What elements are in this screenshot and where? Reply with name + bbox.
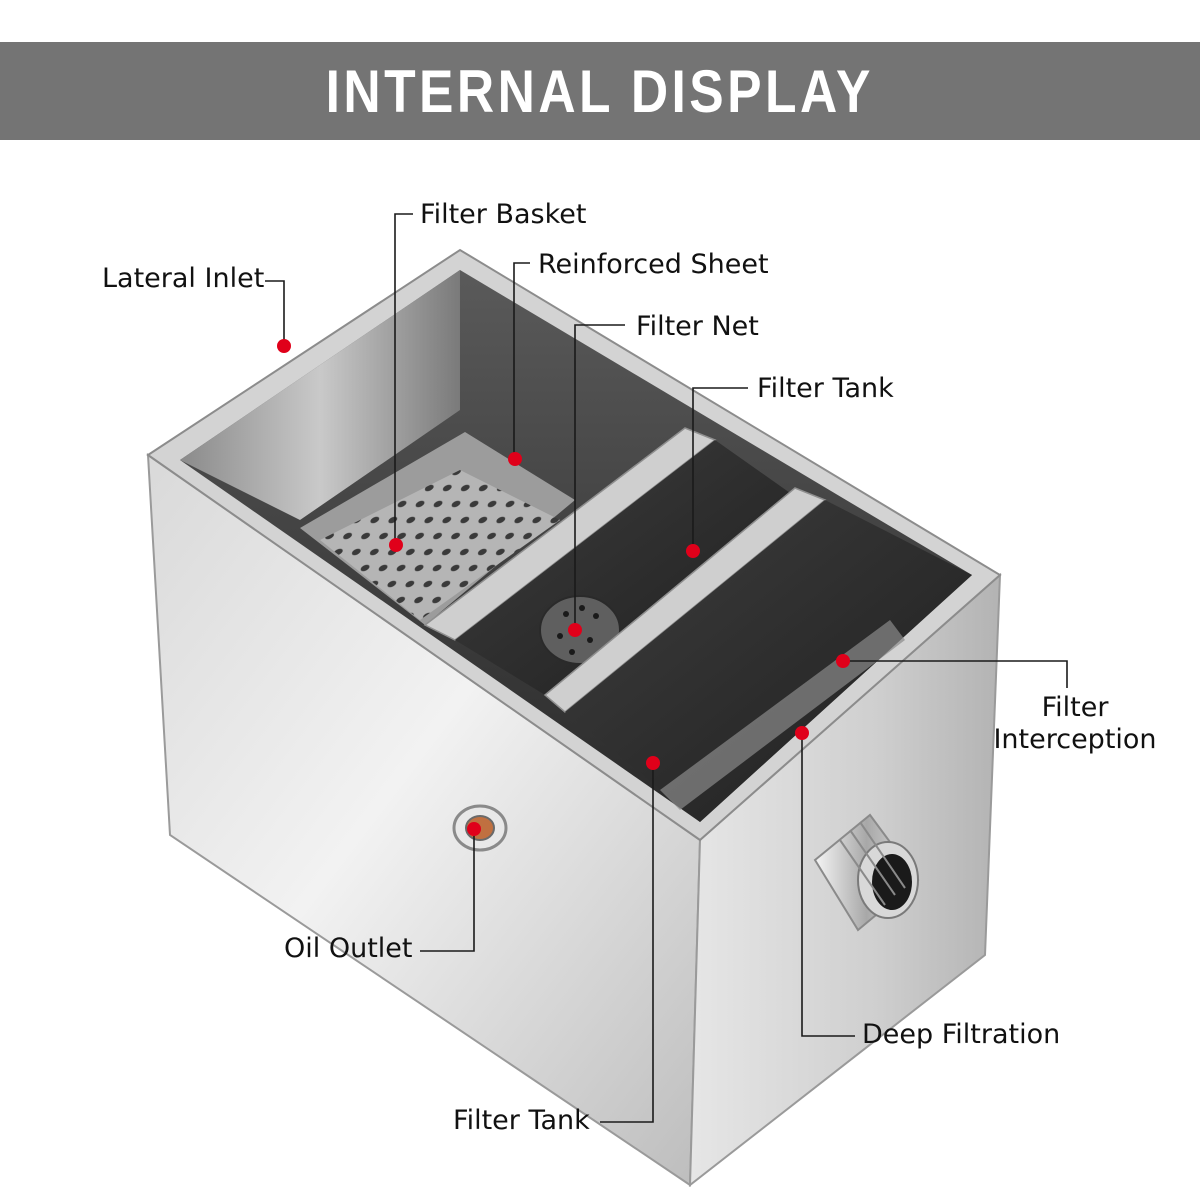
marker-deep-filtration xyxy=(795,726,809,740)
markers xyxy=(277,339,850,836)
leader-filter-interception xyxy=(843,660,1068,688)
marker-filter-basket xyxy=(389,538,403,552)
leader-oil-outlet xyxy=(420,830,475,952)
outlet-pipe xyxy=(813,813,920,932)
label-deep-filtration: Deep Filtration xyxy=(862,1019,1061,1050)
label-filter-basket: Filter Basket xyxy=(420,199,587,230)
marker-filter-interception xyxy=(836,654,850,668)
title-banner: INTERNAL DISPLAY xyxy=(0,42,1200,140)
label-reinforced-sheet: Reinforced Sheet xyxy=(538,249,769,280)
tank-body xyxy=(146,248,1002,1188)
leader-deep-filtration xyxy=(801,733,855,1037)
leader-filter-net xyxy=(574,324,625,630)
label-oil-outlet: Oil Outlet xyxy=(284,933,413,964)
marker-oil-outlet xyxy=(467,822,481,836)
leader-filter-basket xyxy=(394,213,413,545)
leader-lateral-inlet xyxy=(265,280,285,345)
marker-lateral-inlet xyxy=(277,339,291,353)
marker-reinforced-sheet xyxy=(508,452,522,466)
leader-filter-tank-top xyxy=(692,387,748,551)
marker-filter-tank-top xyxy=(686,544,700,558)
leader-reinforced-sheet xyxy=(513,262,530,459)
label-filter-tank-bottom: Filter Tank xyxy=(453,1105,590,1136)
leader-filter-tank-bottom xyxy=(600,763,654,1123)
label-lateral-inlet: Lateral Inlet xyxy=(102,263,265,294)
leader-lines xyxy=(265,213,1068,1123)
marker-filter-net xyxy=(568,623,582,637)
label-filter-net: Filter Net xyxy=(636,311,759,342)
label-filter-interception: Filter Interception xyxy=(993,692,1157,755)
label-filter-tank-top: Filter Tank xyxy=(757,373,894,404)
marker-filter-tank-bottom xyxy=(646,756,660,770)
page-title: INTERNAL DISPLAY xyxy=(325,57,875,125)
